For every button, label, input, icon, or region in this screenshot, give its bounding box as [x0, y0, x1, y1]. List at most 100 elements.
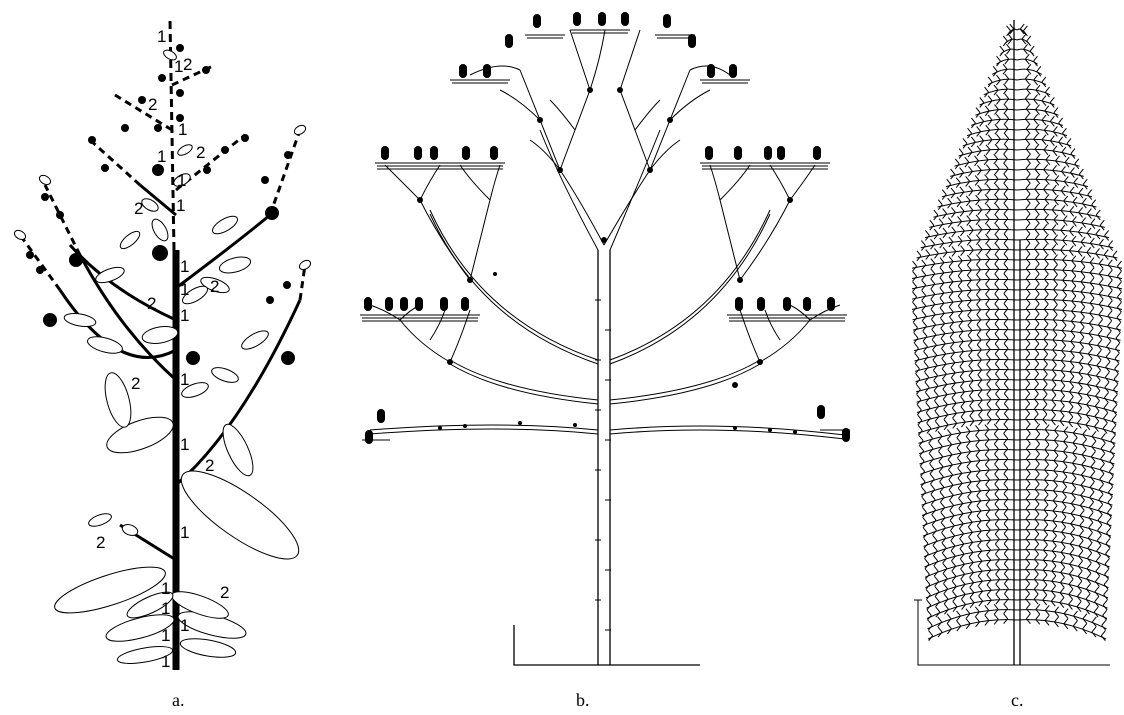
panel-c-twig [917, 414, 923, 426]
panel-c-twig [921, 310, 927, 322]
panel-c-twig [1024, 133, 1030, 144]
panel-c-twig [1025, 393, 1031, 404]
panel-c-twig [1099, 463, 1105, 475]
panel-c-branch [1016, 368, 1119, 383]
panel-c-twig [1033, 593, 1039, 605]
panel-c-twig [994, 273, 1000, 285]
panel-c-twig [1049, 116, 1055, 127]
panel-c-twig [1043, 253, 1049, 265]
panel-c-twig [939, 287, 945, 299]
panel-c-twig [927, 620, 933, 631]
panel-c-twig [986, 564, 992, 576]
panel-c-twig [957, 467, 963, 479]
panel-c-twig [1085, 593, 1091, 605]
panel-c-twig [1043, 313, 1049, 325]
panel-c-twig [1025, 373, 1031, 384]
panel-c-twig [1091, 430, 1097, 442]
panel-c-twig [984, 213, 990, 225]
panel-c-twig [943, 409, 949, 421]
panel-c-twig [1034, 353, 1040, 365]
panel-c-twig [1087, 348, 1093, 360]
panel-c-twig [1054, 616, 1059, 628]
panel-c-twig [985, 474, 990, 486]
panel-c-twig [1098, 494, 1104, 505]
panel-c-twig [1071, 305, 1076, 317]
panel-c-twig [1043, 293, 1049, 305]
panel-c-branch [933, 208, 1018, 218]
panel-b-bud [493, 272, 497, 276]
panel-c-twig [941, 358, 947, 370]
panel-b-fork [369, 304, 471, 363]
panel-c-twig [1080, 276, 1086, 288]
panel-c-twig [917, 425, 923, 436]
panel-b-inflorescence [783, 297, 791, 311]
panel-c-twig [1060, 395, 1065, 407]
panel-c-twig [1068, 396, 1074, 408]
panel-c-twig [960, 245, 966, 256]
panel-c-twig [1036, 66, 1042, 77]
panel-c-twig [1095, 390, 1101, 402]
panel-c-twig [1025, 163, 1031, 174]
panel-c-branch [1016, 409, 1117, 424]
panel-c-twig [949, 510, 955, 521]
panel-b-inflorescence [364, 297, 372, 311]
panel-c-twig [1003, 513, 1009, 524]
panel-c-twig [1080, 479, 1086, 491]
panel-c-twig [1003, 413, 1009, 424]
panel-a-dashed-branch [88, 138, 142, 187]
panel-c-twig [939, 471, 944, 483]
panel-c-twig [948, 236, 954, 248]
panel-c-twig [929, 463, 935, 475]
panel-c-twig [975, 425, 980, 436]
panel-c-twig [1063, 608, 1069, 620]
panel-c-twig [965, 176, 971, 187]
panel-c-twig [956, 610, 961, 622]
panel-c-twig [1109, 445, 1115, 457]
panel-a-fruit [202, 66, 210, 74]
panel-c-twig [985, 124, 991, 136]
panel-c-twig [1034, 483, 1040, 495]
panel-b-bud [557, 167, 563, 173]
panel-c-twig [1044, 615, 1050, 626]
panel-c-twig [1025, 403, 1031, 414]
panel-c-twig [995, 583, 1001, 595]
panel-c-twig [930, 299, 936, 310]
panel-c-twig [950, 540, 956, 552]
panel-c-twig [994, 163, 1000, 175]
panel-c-twig [947, 449, 953, 461]
panel-c-twig [1034, 363, 1040, 375]
panel-c-twig [923, 527, 928, 539]
panel-c-twig [949, 500, 955, 511]
panel-c-twig [1060, 224, 1066, 236]
panel-c-twig [1053, 194, 1059, 206]
panel-c-twig [950, 550, 956, 562]
panel-c-twig [994, 333, 1000, 345]
panel-c-twig [977, 374, 983, 386]
panel-b-fork [739, 304, 841, 363]
panel-a-fruit [281, 351, 295, 365]
panel-c-twig [1076, 418, 1082, 429]
panel-b-crown-low-left [369, 304, 471, 363]
panel-c-twig [967, 325, 973, 336]
panel-c-twig [1043, 263, 1049, 275]
panel-c-twig [946, 429, 952, 440]
panel-c-twig [1081, 449, 1087, 461]
panel-c-twig [1072, 216, 1077, 227]
panel-b-inflorescence [813, 146, 821, 160]
panel-c-twig [1115, 342, 1120, 354]
panel-c-twig [1078, 187, 1084, 199]
panel-c-twig [1070, 167, 1075, 178]
panel-c-twig [942, 227, 948, 239]
panel-c-twig [1095, 228, 1101, 240]
panel-a-order-label-lower-branch: 2 [96, 533, 105, 552]
panel-c-twig [1063, 436, 1069, 447]
panel-c-twig [1025, 423, 1031, 434]
panel-b-inflorescence [462, 146, 470, 160]
panel-c-twig [986, 574, 992, 586]
panel-c-twig [968, 375, 974, 387]
panel-c-twig [969, 567, 974, 578]
panel-c-branch [1016, 529, 1111, 547]
panel-c-twig [1060, 385, 1066, 397]
panel-c-twig [1059, 405, 1065, 417]
panel-c-twig [977, 565, 983, 577]
